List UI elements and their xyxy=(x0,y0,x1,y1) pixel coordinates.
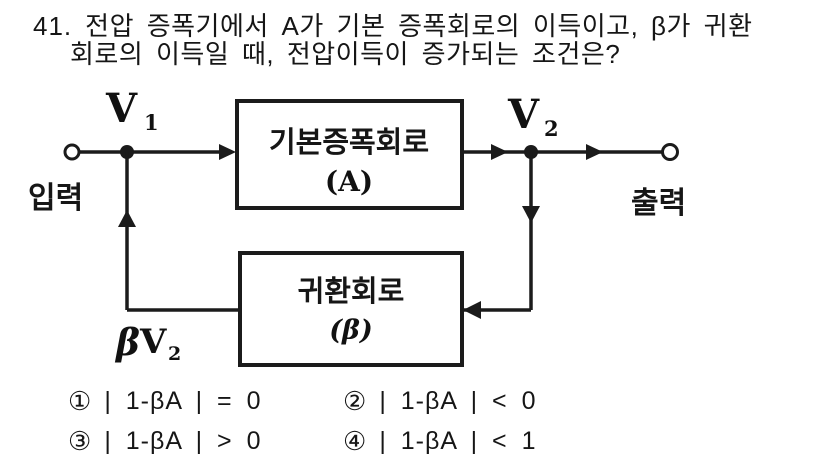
input-terminal xyxy=(63,143,81,161)
option-4-number: ④ xyxy=(343,426,367,456)
amplifier-block-title: 기본증폭회로 xyxy=(269,126,429,159)
feedback-signal-beta: β xyxy=(114,322,140,364)
arrow-up-icon xyxy=(118,210,136,227)
arrow-right-into-amp-icon xyxy=(219,144,236,160)
option-3-number: ③ xyxy=(68,426,92,456)
option-4: ④ | 1-βA | < 1 xyxy=(343,426,537,457)
output-label: 출력 xyxy=(631,187,686,220)
option-2: ② | 1-βA | < 0 xyxy=(343,386,537,417)
option-1: ① | 1-βA | = 0 xyxy=(68,386,343,417)
option-1-formula: | 1-βA | = 0 xyxy=(104,387,262,415)
input-label: 입력 xyxy=(28,182,83,215)
feedback-block-gain-symbol: (β) xyxy=(329,315,372,346)
option-4-formula: | 1-βA | < 1 xyxy=(379,427,537,455)
arrow-right-to-output-icon xyxy=(586,144,603,160)
amplifier-block xyxy=(235,99,464,210)
v1-label: V xyxy=(105,85,138,132)
option-2-formula: | 1-βA | < 0 xyxy=(379,387,537,415)
arrow-left-into-feedback-icon xyxy=(463,301,481,319)
feedback-signal-subscript: 2 xyxy=(168,343,181,365)
option-1-number: ① xyxy=(68,386,92,416)
question-text-line-1: 전압 증폭기에서 A가 기본 증폭회로의 이득이고, β가 귀환 xyxy=(85,11,753,41)
v2-label: V xyxy=(507,91,540,138)
option-2-number: ② xyxy=(343,386,367,416)
answer-options-grid: ① | 1-βA | = 0 ② | 1-βA | < 0 ③ | 1-βA |… xyxy=(68,386,537,457)
v2-label-subscript: 2 xyxy=(544,116,559,141)
feedback-block-title: 귀환회로 xyxy=(298,275,405,308)
amplifier-block-gain-symbol: (A) xyxy=(325,165,373,198)
feedback-block xyxy=(238,251,464,367)
question-line-2: 회로의 이득일 때, 전압이득이 증가되는 조건은? xyxy=(70,34,620,71)
v1-label-subscript: 1 xyxy=(144,110,159,135)
option-3-formula: | 1-βA | > 0 xyxy=(104,427,262,455)
feedback-signal-v: V xyxy=(139,322,167,362)
arrow-down-icon xyxy=(522,206,540,223)
question-number: 41. xyxy=(33,11,73,41)
output-terminal xyxy=(661,143,679,161)
question-line-1: 41. 전압 증폭기에서 A가 기본 증폭회로의 이득이고, β가 귀환 xyxy=(33,6,752,43)
arrow-right-after-amp-icon xyxy=(491,144,508,160)
question-text-line-2: 회로의 이득일 때, 전압이득이 증가되는 조건은? xyxy=(70,39,621,69)
feedback-amplifier-block-diagram: 기본증폭회로 (A) 귀환회로 (β) V 1 V 2 입력 출력 β V 2 xyxy=(28,85,686,367)
option-3: ③ | 1-βA | > 0 xyxy=(68,426,343,457)
